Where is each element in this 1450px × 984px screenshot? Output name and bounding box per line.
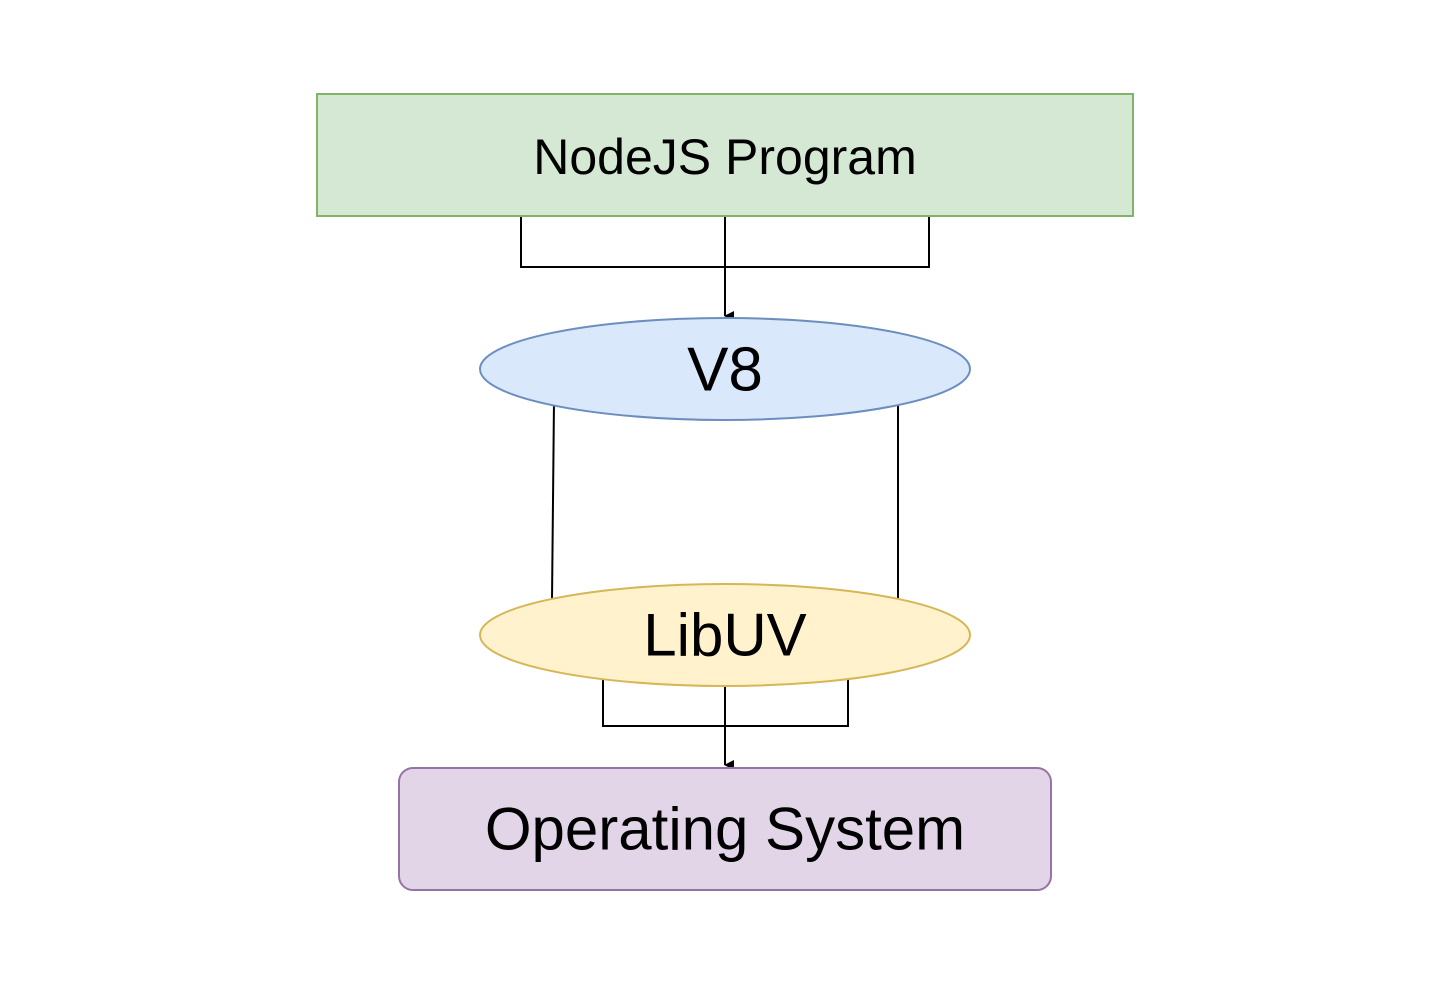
connector-nodejs-to-v8 bbox=[520, 217, 930, 321]
node-operating-system[interactable]: Operating System bbox=[398, 767, 1052, 891]
node-operating-system-label: Operating System bbox=[485, 796, 965, 863]
node-libuv-ellipse bbox=[479, 583, 971, 687]
node-nodejs-program-label: NodeJS Program bbox=[533, 129, 917, 185]
node-v8-ellipse bbox=[479, 317, 971, 421]
node-nodejs-program[interactable]: NodeJS Program bbox=[316, 93, 1134, 217]
connector-v8-to-libuv bbox=[551, 400, 899, 601]
node-v8-label: V8 bbox=[687, 336, 763, 405]
connector-libuv-to-os bbox=[602, 679, 849, 770]
node-libuv[interactable]: LibUV bbox=[479, 583, 971, 687]
node-v8[interactable]: V8 bbox=[479, 317, 971, 421]
node-libuv-label: LibUV bbox=[643, 602, 806, 669]
node-operating-system-box bbox=[398, 767, 1052, 891]
node-nodejs-program-box bbox=[316, 93, 1134, 217]
connector-v8-libuv-left bbox=[551, 400, 555, 601]
